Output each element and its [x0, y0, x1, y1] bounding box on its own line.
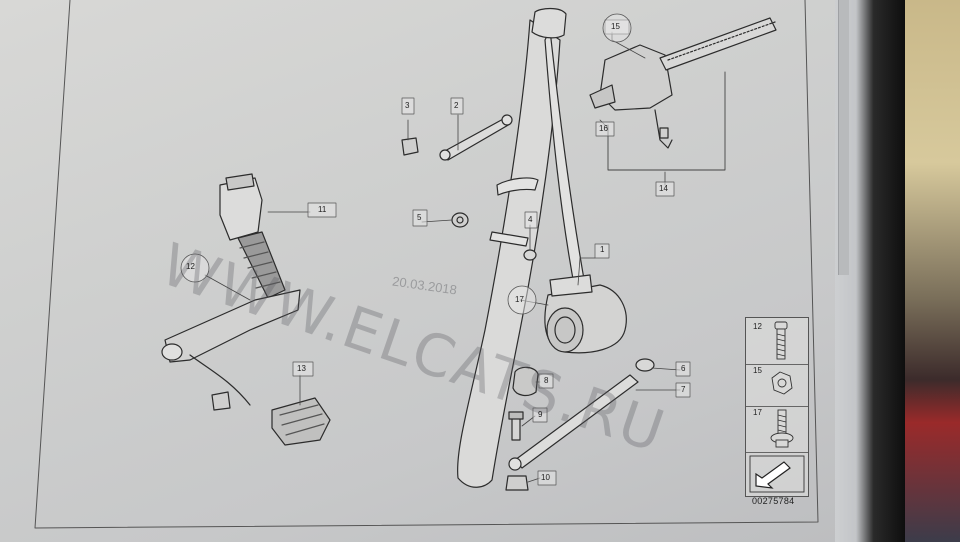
reference-code: 00275784: [752, 496, 795, 506]
legend-number: 15: [753, 366, 762, 375]
legend-number: 12: [753, 322, 762, 331]
part-label-6[interactable]: 6: [681, 364, 686, 373]
legend-item-bolt[interactable]: 12: [746, 318, 808, 365]
buckle-bracket: [164, 289, 301, 363]
buckle-housing: [219, 177, 263, 241]
part-label-9[interactable]: 9: [538, 410, 543, 419]
parts-diagram: [34, 0, 819, 529]
diagram-frame: [34, 0, 819, 529]
strap-2: [442, 117, 511, 161]
part-label-14[interactable]: 14: [659, 184, 668, 193]
part-label-10[interactable]: 10: [541, 473, 550, 482]
part-label-2[interactable]: 2: [454, 101, 459, 110]
connector: [211, 391, 231, 411]
nut-3: [401, 137, 419, 156]
part-label-13[interactable]: 13: [297, 364, 306, 373]
part-label-1[interactable]: 1: [600, 245, 605, 254]
legend-item-collar-bolt[interactable]: 17: [746, 406, 808, 453]
part-label-12[interactable]: 12: [186, 262, 195, 271]
part-label-15[interactable]: 15: [611, 22, 620, 31]
part-label-8[interactable]: 8: [544, 376, 549, 385]
belt-webbing: [457, 19, 561, 488]
cover-8: [512, 366, 539, 397]
bolt-icon: [774, 321, 788, 360]
collar-bolt-icon: [770, 409, 794, 448]
part-label-3[interactable]: 3: [405, 101, 410, 110]
standard-parts-legend: 12 15 17: [745, 317, 809, 497]
part-label-11[interactable]: 11: [318, 205, 327, 214]
part-label-7[interactable]: 7: [681, 385, 686, 394]
legend-item-nut[interactable]: 15: [746, 364, 808, 407]
part-label-4[interactable]: 4: [528, 215, 533, 224]
legend-item-arrow[interactable]: [746, 452, 808, 496]
part-label-17[interactable]: 17: [515, 295, 524, 304]
part-label-5[interactable]: 5: [417, 213, 422, 222]
bolt-9: [511, 417, 521, 441]
legend-number: 17: [753, 408, 762, 417]
nut-10: [505, 475, 529, 491]
belt-guide: [496, 177, 539, 196]
connector-13: [271, 397, 331, 446]
arrow-icon: [749, 455, 805, 493]
scrollbar[interactable]: [838, 0, 849, 275]
part-label-16[interactable]: 16: [599, 124, 608, 133]
background-room: [905, 0, 960, 542]
washer-5: [451, 212, 469, 228]
belt-webbing-rear: [544, 29, 586, 291]
nut-icon: [771, 371, 793, 395]
